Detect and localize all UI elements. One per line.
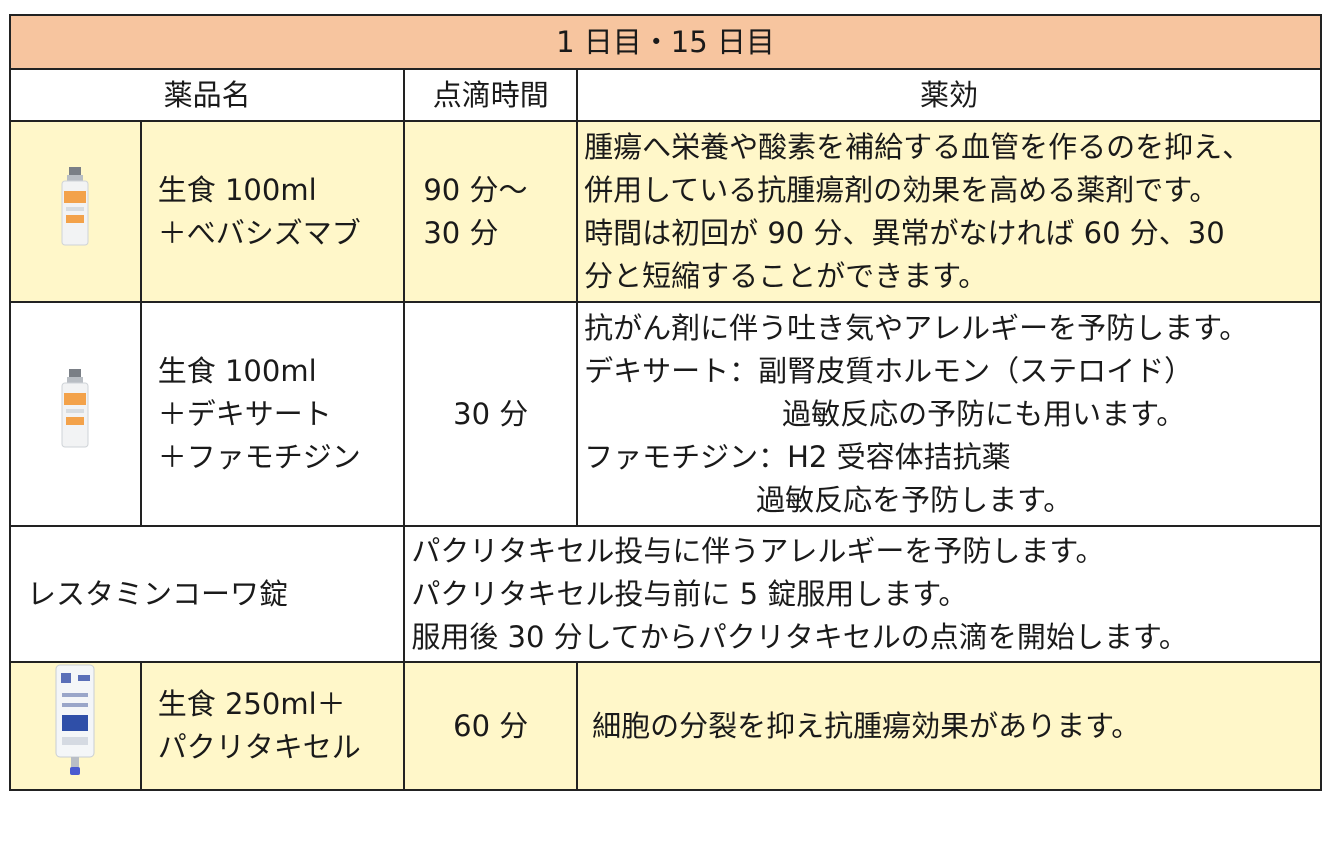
table-row: 生食 100ml ＋べバシズマブ 90 分～ 30 分 腫瘍へ栄養や酸素を補給す… [9, 120, 1322, 303]
effect-line: デキサート：副腎皮質ホルモン（ステロイド） [584, 353, 1194, 388]
infusion-time-line: 90 分～ [423, 172, 528, 207]
effect-line: 細胞の分裂を抑え抗腫瘍効果があります。 [592, 708, 1141, 743]
effect-cell: 腫瘍へ栄養や酸素を補給する血管を作るのを抑え、 併用している抗腫瘍剤の効果を高め… [576, 120, 1322, 303]
infusion-time-line: 60 分 [453, 708, 529, 743]
drug-name-line: 生食 100ml [157, 353, 317, 388]
effect-line: 抗がん剤に伴う吐き気やアレルギーを予防します。 [584, 310, 1249, 345]
effect-line: ファモチジン：H2 受容体拮抗薬 [584, 439, 1011, 474]
drug-image-cell [9, 120, 142, 303]
infusion-time-cell: 60 分 [403, 661, 579, 791]
effect-line: 併用している抗腫瘍剤の効果を高める薬剤です。 [584, 172, 1219, 207]
infusion-time-line: 30 分 [453, 396, 529, 431]
header-effect: 薬効 [576, 68, 1322, 122]
drug-name-line: ＋べバシズマブ [157, 215, 361, 250]
header-drug-name: 薬品名 [8, 68, 406, 122]
drug-name-line: レスタミンコーワ錠 [27, 576, 289, 611]
saline-bottle-image [61, 166, 89, 245]
effect-line: 過敏反応を予防します。 [756, 482, 1073, 517]
chemo-regimen-table: 1 日目・15 日目 薬品名 点滴時間 薬効 生食 100ml ＋べバシズマブ … [8, 14, 1322, 791]
table-title: 1 日目・15 日目 [9, 14, 1322, 70]
drug-name-line: 生食 100ml [157, 172, 317, 207]
effect-line: パクリタキセル投与前に 5 錠服用します。 [411, 576, 968, 611]
infusion-time-line: 30 分 [423, 215, 499, 250]
drug-name-cell: 生食 100ml ＋べバシズマブ [139, 120, 406, 303]
saline-bag-image [55, 664, 95, 775]
table-row: 生食 250ml＋ パクリタキセル 60 分 細胞の分裂を抑え抗腫瘍効果がありま… [9, 661, 1322, 791]
drug-name-cell: 生食 100ml ＋デキサート ＋ファモチジン [139, 301, 406, 527]
effect-cell: 抗がん剤に伴う吐き気やアレルギーを予防します。 デキサート：副腎皮質ホルモン（ス… [576, 301, 1322, 527]
effect-line: 腫瘍へ栄養や酸素を補給する血管を作るのを抑え、 [584, 129, 1252, 164]
header-infusion-time: 点滴時間 [403, 68, 579, 122]
drug-name-line: 生食 250ml＋ [157, 687, 346, 721]
drug-image-cell [9, 661, 142, 791]
drug-name-line: パクリタキセル [157, 730, 361, 764]
table-row: レスタミンコーワ錠 パクリタキセル投与に伴うアレルギーを予防します。 パクリタキ… [8, 525, 1322, 663]
drug-image-cell [9, 301, 142, 527]
effect-cell: パクリタキセル投与に伴うアレルギーを予防します。 パクリタキセル投与前に 5 錠… [403, 525, 1322, 663]
saline-bottle-image [61, 369, 89, 448]
drug-name-line: ＋ファモチジン [157, 439, 361, 474]
effect-line: 分と短縮することができます。 [584, 258, 988, 293]
infusion-time-cell: 30 分 [403, 301, 579, 527]
drug-name-cell: レスタミンコーワ錠 [8, 525, 406, 663]
drug-name-line: ＋デキサート [157, 396, 332, 431]
effect-line: 服用後 30 分してからパクリタキセルの点滴を開始します。 [411, 619, 1188, 654]
effect-line: 時間は初回が 90 分、異常がなければ 60 分、30 [584, 215, 1225, 250]
effect-line: 過敏反応の予防にも用います。 [782, 396, 1186, 431]
infusion-time-cell: 90 分～ 30 分 [403, 120, 579, 303]
table-row: 生食 100ml ＋デキサート ＋ファモチジン 30 分 抗がん剤に伴う吐き気や… [9, 301, 1322, 527]
effect-cell: 細胞の分裂を抑え抗腫瘍効果があります。 [576, 661, 1322, 791]
effect-line: パクリタキセル投与に伴うアレルギーを予防します。 [411, 533, 1105, 568]
drug-name-cell: 生食 250ml＋ パクリタキセル [139, 661, 406, 791]
